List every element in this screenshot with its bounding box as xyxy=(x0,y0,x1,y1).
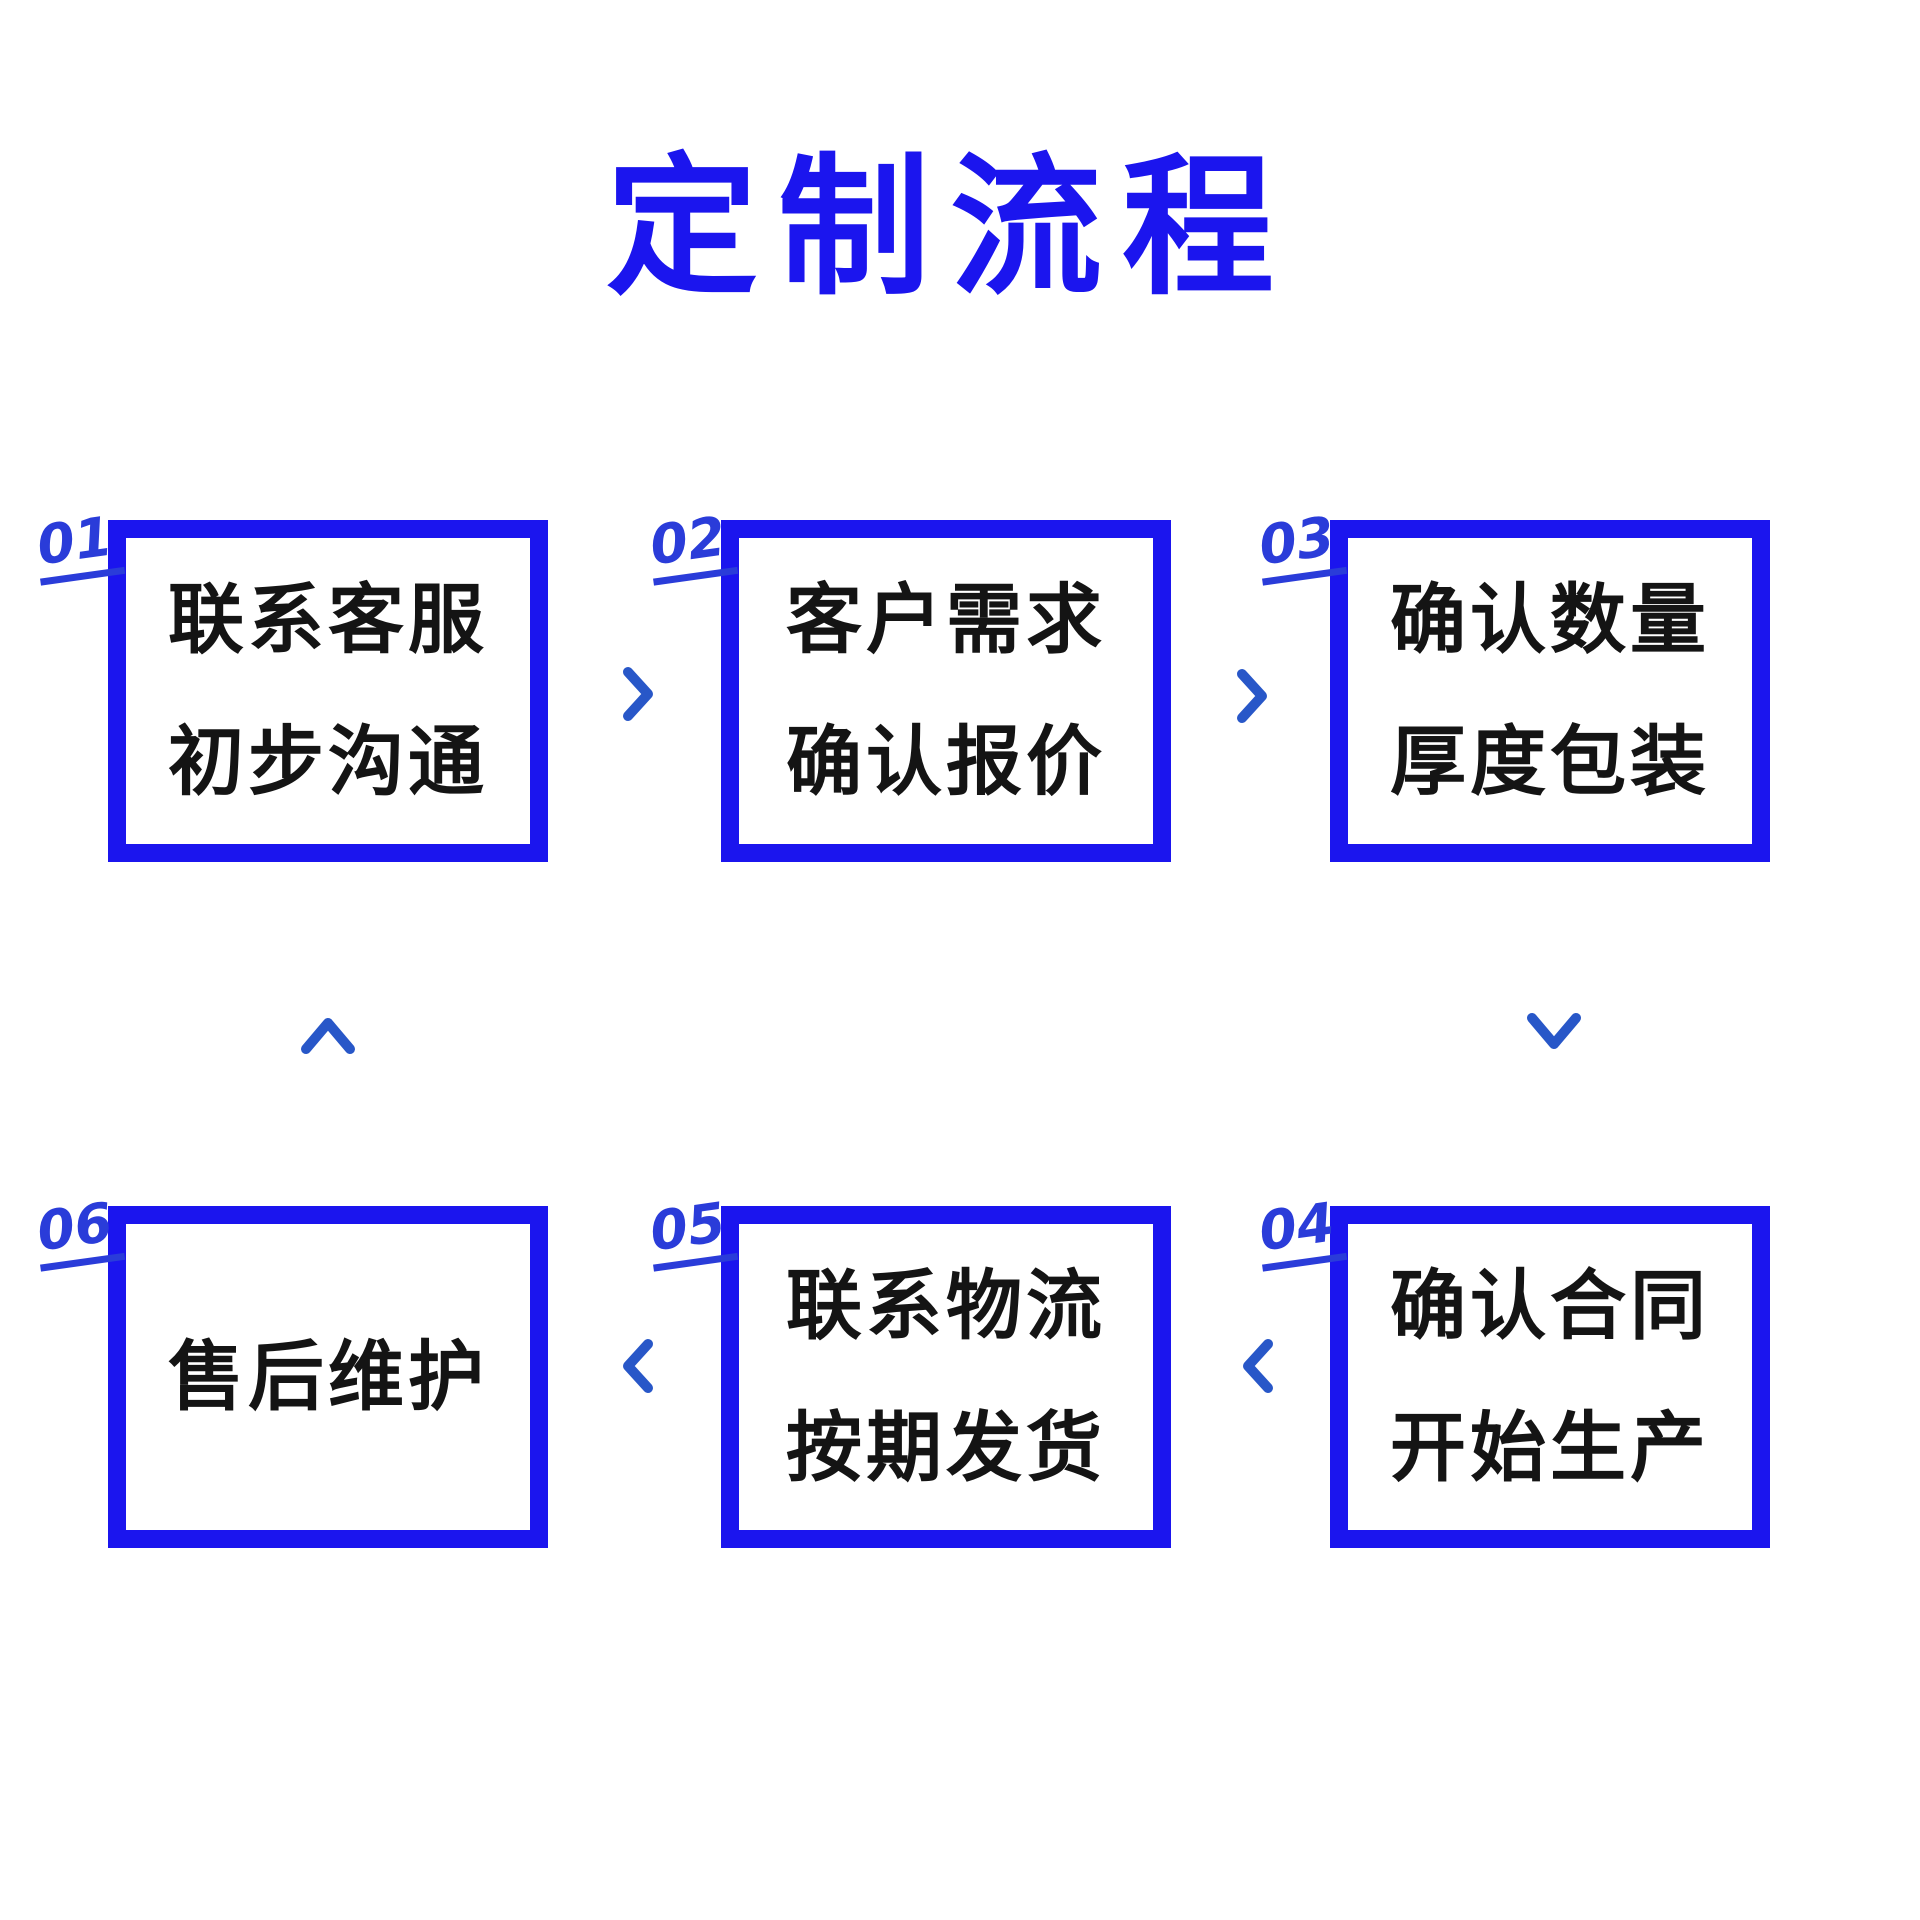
step-02-line-2: 确认报价 xyxy=(786,717,1106,806)
step-number-06: 06 xyxy=(31,1191,126,1272)
arrow-left-icon xyxy=(620,1337,656,1395)
step-05-line-2: 按期发货 xyxy=(786,1403,1106,1492)
step-03-line-2: 厚度包装 xyxy=(1390,717,1710,806)
step-03-line-1: 确认数量 xyxy=(1390,575,1710,664)
step-box-05: 05 联系物流 按期发货 xyxy=(644,1191,1171,1548)
step-number-02: 02 xyxy=(644,505,739,586)
step-02-line-1: 客户需求 xyxy=(786,575,1106,664)
step-number-05: 05 xyxy=(644,1191,739,1272)
step-box-02: 02 客户需求 确认报价 xyxy=(644,505,1171,862)
step-04-line-2: 开始生产 xyxy=(1390,1403,1710,1492)
step-05-line-1: 联系物流 xyxy=(786,1261,1106,1350)
arrow-up-icon xyxy=(299,1013,357,1057)
arrow-down-icon xyxy=(1525,1010,1583,1054)
step-box-04: 04 确认合同 开始生产 xyxy=(1253,1191,1770,1548)
step-box-06: 06 售后维护 xyxy=(31,1191,548,1548)
arrow-right-icon xyxy=(1234,667,1270,725)
page-title: 定制流程 xyxy=(606,139,1294,316)
step-01-line-2: 初步沟通 xyxy=(168,717,488,806)
step-number-03: 03 xyxy=(1253,505,1348,586)
step-box-03: 03 确认数量 厚度包装 xyxy=(1253,505,1770,862)
arrow-left-icon xyxy=(1240,1337,1276,1395)
step-number-04: 04 xyxy=(1253,1191,1348,1272)
step-01-line-1: 联系客服 xyxy=(168,575,488,664)
arrow-right-icon xyxy=(620,665,656,723)
step-number-01: 01 xyxy=(31,505,126,586)
step-04-line-1: 确认合同 xyxy=(1390,1261,1710,1350)
step-box-01: 01 联系客服 初步沟通 xyxy=(31,505,548,862)
step-06-line-1: 售后维护 xyxy=(168,1332,488,1421)
